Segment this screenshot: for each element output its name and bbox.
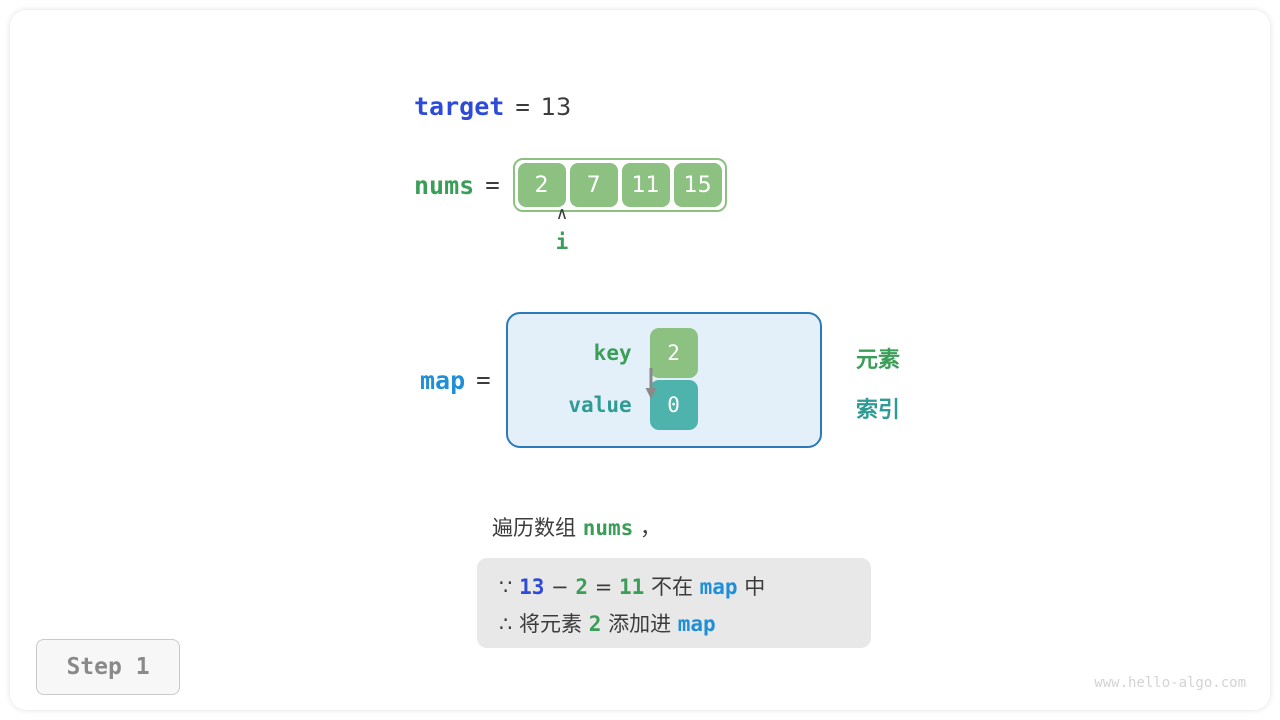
note-minus-sign: − xyxy=(551,575,569,599)
note-target-value: 13 xyxy=(519,575,545,599)
nums-variable-label: nums xyxy=(414,170,475,200)
caption-line: 遍历数组 nums ， xyxy=(492,512,661,542)
map-key-row: key 2 xyxy=(536,328,698,378)
map-key-label: key xyxy=(593,341,632,365)
note-line2-mid-text: 添加进 xyxy=(601,612,678,636)
array-cell-2: 11 xyxy=(621,163,670,207)
down-arrow-icon xyxy=(645,368,657,399)
target-variable-label: target xyxy=(414,92,505,121)
map-value-row: value 0 xyxy=(536,380,698,430)
map-variable-label: map xyxy=(420,365,466,395)
watermark: www.hello-algo.com xyxy=(1094,675,1246,691)
side-label-element: 元素 xyxy=(856,348,901,373)
index-pointer: ∧ i xyxy=(538,204,586,254)
target-value: 13 xyxy=(540,93,572,121)
therefore-symbol: ∴ xyxy=(499,612,513,636)
note-line-1: ∵ 13 − 2 = 11 不在 map 中 xyxy=(499,569,871,606)
map-value-cell: 0 xyxy=(649,380,698,430)
caret-up-icon: ∧ xyxy=(555,204,569,224)
array-cell-3: 15 xyxy=(673,163,722,207)
note-box: ∵ 13 − 2 = 11 不在 map 中 ∴ 将元素 2 添加进 map xyxy=(477,558,871,648)
step-badge: Step 1 xyxy=(36,639,180,695)
note-line-2: ∴ 将元素 2 添加进 map xyxy=(499,606,871,643)
note-line1-map-keyword: map xyxy=(699,575,738,599)
side-label-index: 索引 xyxy=(856,398,901,423)
array-cell-1: 7 xyxy=(569,163,618,207)
target-row: target = 13 xyxy=(414,92,571,121)
note-line2-map-keyword: map xyxy=(677,612,716,636)
target-equals-sign: = xyxy=(515,93,530,121)
note-current-element: 2 xyxy=(575,575,588,599)
array-cell-0: 2 xyxy=(517,163,566,207)
nums-equals-sign: = xyxy=(485,171,500,199)
nums-array: 2 7 11 15 xyxy=(512,158,727,212)
caption-prefix: 遍历数组 xyxy=(492,516,583,540)
map-equals-sign: = xyxy=(476,366,491,394)
note-line2-start-text: 将元素 xyxy=(512,612,589,636)
note-line1-mid-text: 不在 xyxy=(644,575,700,599)
nums-row: nums = 2 7 11 15 xyxy=(414,158,727,212)
map-value-label: value xyxy=(568,393,632,417)
map-side-labels: 元素 索引 xyxy=(856,336,900,436)
map-row: map = key 2 value 0 xyxy=(420,312,822,448)
because-symbol: ∵ xyxy=(499,575,513,599)
note-equals-sign: = xyxy=(594,575,613,599)
caption-nums-keyword: nums xyxy=(582,516,634,540)
note-inserted-element: 2 xyxy=(588,612,602,636)
caption-suffix: ， xyxy=(633,516,661,540)
map-key-cell: 2 xyxy=(649,328,698,378)
map-container: key 2 value 0 xyxy=(505,312,822,448)
index-pointer-label: i xyxy=(555,230,569,254)
note-line1-end-text: 中 xyxy=(737,575,766,599)
note-complement-value: 11 xyxy=(618,575,645,599)
